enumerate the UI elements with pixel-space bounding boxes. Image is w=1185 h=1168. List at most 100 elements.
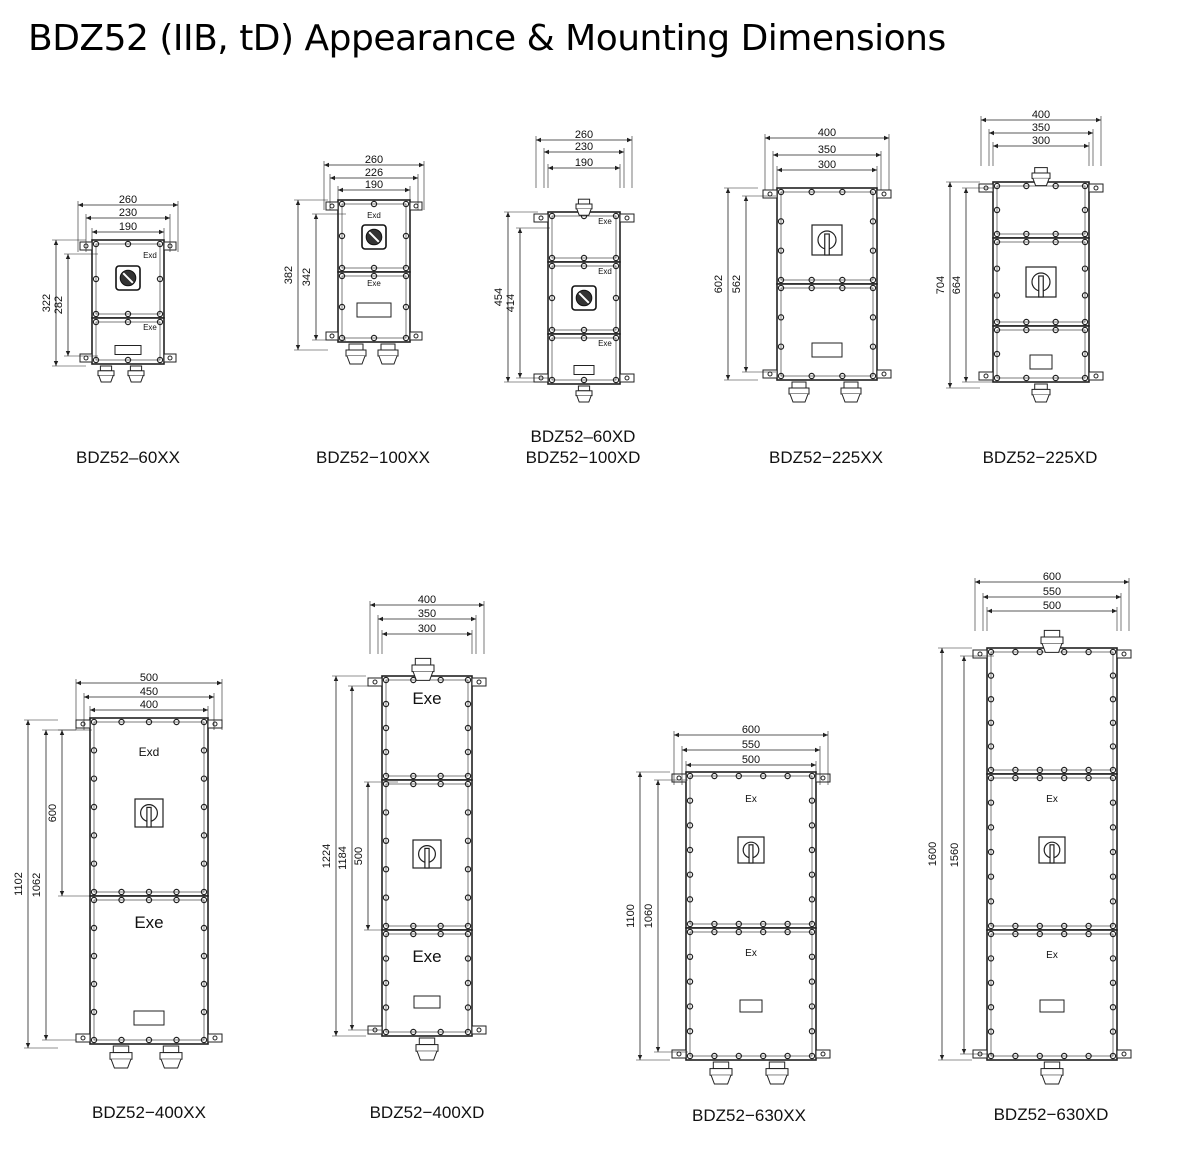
mounting-foot <box>1088 183 1104 193</box>
bolt <box>200 1008 208 1016</box>
cable-gland <box>765 1068 789 1076</box>
compartment-inner <box>95 243 161 315</box>
caption-u1: BDZ52–60XX <box>76 448 180 467</box>
bolt <box>464 922 472 930</box>
cable-gland <box>418 1037 436 1046</box>
bolt <box>548 376 556 384</box>
bolt <box>1109 979 1117 987</box>
mounting-foot <box>762 189 778 199</box>
cable-gland <box>159 1052 183 1060</box>
compartment-inner <box>551 215 617 259</box>
cable-gland <box>710 1075 732 1085</box>
bolt <box>200 803 208 811</box>
nameplate <box>356 302 392 318</box>
nameplate <box>1039 999 1065 1013</box>
bolt <box>1109 824 1117 831</box>
mounting-hole <box>1121 1051 1127 1057</box>
dimension-label: 400 <box>140 699 158 711</box>
bolt <box>987 774 995 782</box>
bolt <box>1109 898 1117 905</box>
compartment-label: Exd <box>367 211 381 220</box>
bolt <box>1109 672 1117 679</box>
mounting-foot <box>1116 649 1132 659</box>
bolt <box>869 343 877 350</box>
bolt <box>90 775 98 782</box>
bolt <box>173 888 180 896</box>
compartment-inner <box>385 933 469 1033</box>
mounting-hole <box>1121 651 1127 657</box>
dimension-label: 562 <box>731 275 743 293</box>
dimension-label: 1062 <box>31 873 43 897</box>
bolt <box>839 188 846 196</box>
compartment-inner <box>341 203 407 269</box>
bolt <box>92 318 100 326</box>
bolt <box>1036 922 1044 930</box>
bolt <box>808 1052 816 1060</box>
bolt <box>735 920 743 928</box>
bolt <box>1109 1004 1117 1011</box>
bolt <box>777 314 785 321</box>
bolt <box>382 1004 390 1011</box>
dimension-label: 300 <box>1032 135 1050 147</box>
mounting-foot <box>207 719 223 729</box>
bolt <box>1060 922 1068 930</box>
cable-gland <box>712 1061 730 1070</box>
bolt <box>338 334 346 342</box>
bolt <box>1060 774 1068 782</box>
bolt <box>869 218 877 225</box>
bolt <box>612 376 620 384</box>
bolt <box>686 772 694 780</box>
dimension-label: 1560 <box>949 843 961 867</box>
bolt <box>145 718 153 726</box>
mounting-hole <box>167 355 173 361</box>
mounting-foot <box>471 1025 487 1035</box>
bolt <box>735 928 743 936</box>
bolt <box>711 772 718 780</box>
bolt <box>686 1003 694 1010</box>
bolt <box>869 276 877 284</box>
bolt <box>402 200 410 208</box>
bolt <box>784 772 791 780</box>
mounting-foot <box>972 649 988 659</box>
switch-handle <box>578 292 590 304</box>
compartment-label: Exe <box>143 323 157 332</box>
bolt <box>612 294 620 302</box>
cable-gland <box>380 343 396 351</box>
bolt <box>402 303 410 311</box>
bolt <box>612 212 620 220</box>
bolt <box>200 980 208 988</box>
bolt <box>808 284 815 292</box>
dimension-label: 1102 <box>13 872 25 896</box>
compartment <box>992 181 1090 239</box>
bolt <box>1081 182 1089 190</box>
bolt <box>808 846 816 854</box>
cable-gland <box>1032 178 1050 187</box>
bolt <box>464 837 472 845</box>
compartment-inner <box>689 931 813 1057</box>
cable-gland <box>575 390 593 397</box>
bolt <box>711 920 718 928</box>
bolt <box>338 232 346 240</box>
compartment-label: Exe <box>134 913 163 932</box>
dimension-label: 230 <box>119 207 137 219</box>
bolt <box>993 230 1001 238</box>
cable-gland <box>99 365 113 372</box>
bolt <box>839 284 846 292</box>
bolt <box>382 748 390 756</box>
dimension-label: 664 <box>951 276 963 294</box>
bolt <box>548 334 556 342</box>
dimension-label: 550 <box>1043 586 1061 598</box>
bolt <box>156 240 164 248</box>
cable-gland <box>1043 1061 1061 1070</box>
dimension-label: 342 <box>301 268 313 286</box>
dimension-label: 450 <box>140 686 158 698</box>
bolt <box>686 896 694 903</box>
compartment-inner <box>990 777 1114 927</box>
bolt <box>987 1052 995 1060</box>
bolt <box>808 978 816 985</box>
caption-u6: BDZ52−400XX <box>92 1103 206 1122</box>
bolt <box>156 310 164 318</box>
bolt <box>808 920 816 928</box>
